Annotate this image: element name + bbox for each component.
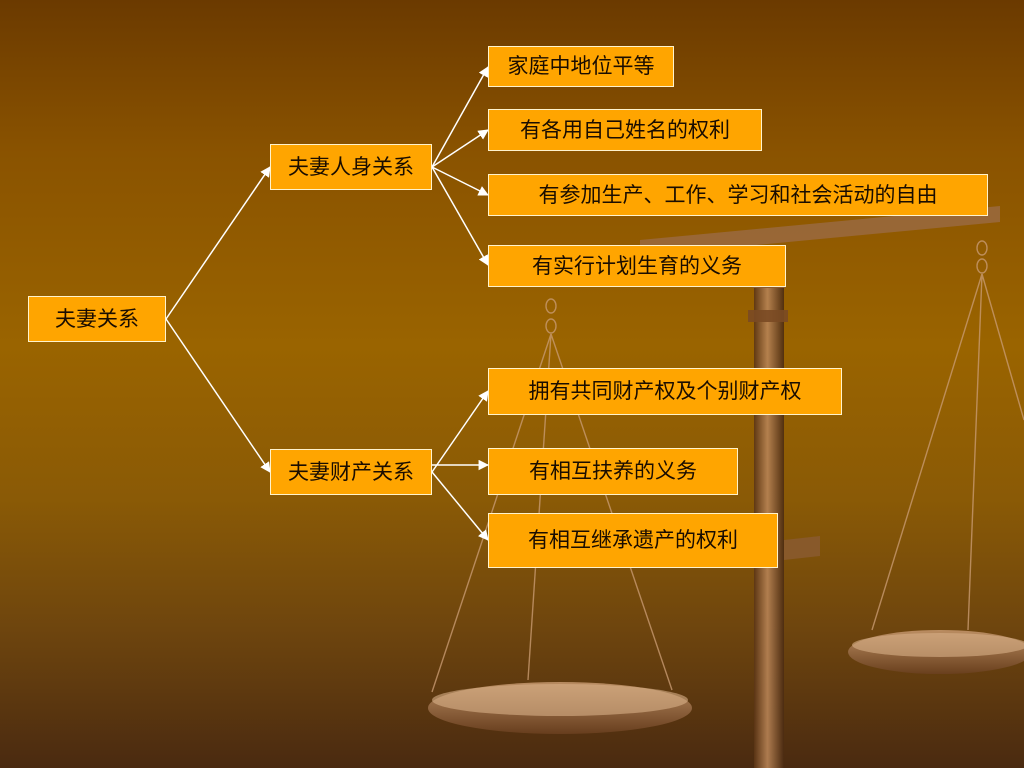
connector-personal-p1	[431, 66, 489, 168]
node-personal-relations: 夫妻人身关系	[270, 144, 432, 190]
connector-personal-p4	[431, 166, 489, 266]
node-freedom-of-activities: 有参加生产、工作、学习和社会活动的自由	[488, 174, 988, 216]
node-common-and-separate-property: 拥有共同财产权及个别财产权	[488, 368, 842, 415]
node-root: 夫妻关系	[28, 296, 166, 342]
node-right-to-own-name: 有各用自己姓名的权利	[488, 109, 762, 151]
node-equal-family-status: 家庭中地位平等	[488, 46, 674, 87]
node-mutual-support-duty: 有相互扶养的义务	[488, 448, 738, 495]
connector-root-personal	[165, 166, 271, 320]
connector-property-q1	[431, 390, 489, 473]
connector-root-property	[165, 318, 271, 473]
connector-personal-p3	[431, 166, 489, 196]
connector-property-q3	[431, 471, 489, 541]
node-family-planning-duty: 有实行计划生育的义务	[488, 245, 786, 287]
connector-personal-p2	[431, 129, 489, 168]
node-mutual-inheritance-right: 有相互继承遗产的权利	[488, 513, 778, 568]
node-property-relations: 夫妻财产关系	[270, 449, 432, 495]
